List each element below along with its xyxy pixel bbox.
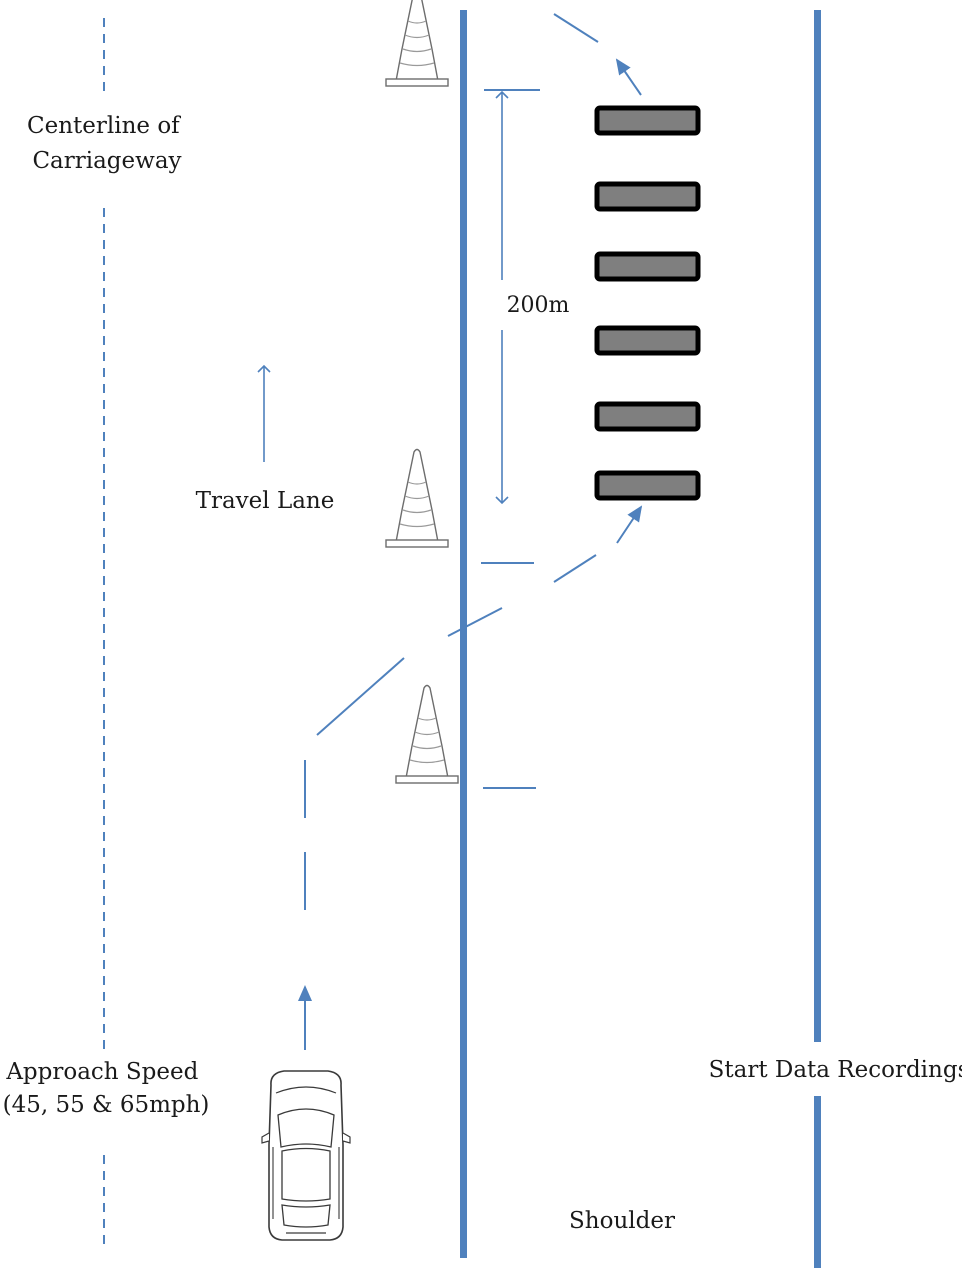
edge-line	[460, 10, 467, 1258]
rumble-strip-bar	[594, 401, 701, 432]
vehicle-path-segment	[316, 657, 405, 736]
shoulder-label: Shoulder	[569, 1208, 675, 1234]
vehicle-path-segment	[447, 607, 503, 637]
rumble-strip-bar	[594, 251, 701, 282]
approach-speed-label-line1: Approach Speed	[5, 1059, 198, 1085]
centerline-label-line2: Carriageway	[32, 148, 181, 174]
rumble-strip-bar	[594, 325, 701, 356]
rumble-strip-bar	[594, 181, 701, 212]
shoulder-edge-line-lower	[814, 1096, 821, 1268]
approach-speed-label: Approach Speed (45, 55 & 65mph)	[3, 1059, 210, 1118]
centerline-label: Centerline of Carriageway	[27, 113, 187, 174]
traffic-cone-icon	[385, 448, 449, 548]
vehicle-path-arrow	[616, 505, 643, 544]
centerline-label-line1: Centerline of	[27, 113, 181, 139]
traffic-cone-icon	[395, 684, 459, 784]
exit-path-arrow	[615, 58, 642, 96]
car-top-view-icon	[261, 1070, 351, 1241]
travel-lane-label: Travel Lane	[196, 488, 335, 514]
rumble-strip-bar	[594, 105, 701, 136]
rumble-strip-bar	[594, 470, 701, 501]
start-data-label: Start Data Recordings	[709, 1057, 962, 1083]
approach-speed-label-line2: (45, 55 & 65mph)	[3, 1092, 210, 1118]
shoulder-edge-line-upper	[814, 10, 821, 1042]
vehicle-path-segment	[553, 554, 597, 583]
distance-label: 200m	[507, 293, 570, 318]
exit-path-segment	[553, 13, 599, 43]
traffic-cone-icon	[385, 0, 449, 87]
